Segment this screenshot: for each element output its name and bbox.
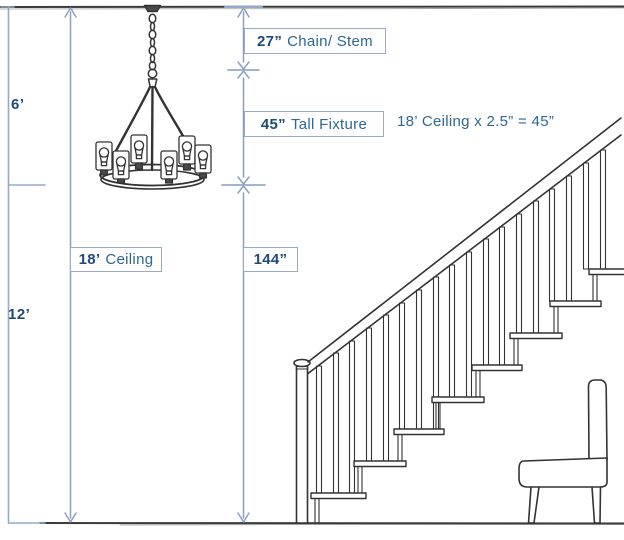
formula-text: 18’ Ceiling x 2.5” = 45” [397, 113, 555, 130]
height-144-value: 144” [253, 251, 288, 268]
six-foot-label: 6’ [11, 96, 25, 113]
left-scale-border-line [0, 6, 46, 524]
newel-post [293, 358, 311, 524]
arrow-down-icon [237, 61, 250, 70]
chair-front-leg [527, 486, 540, 524]
chain-links [148, 13, 157, 71]
tall-fixture-text: Tall Fixture [290, 115, 368, 133]
tall-fixture-callout: 45” Tall Fixture [244, 111, 384, 137]
arrow-down-icon [64, 512, 77, 523]
arrow-down-icon [237, 512, 250, 523]
arrow-up-icon [237, 70, 250, 79]
ceiling-value: 18’ [78, 251, 101, 268]
handrail [307, 117, 622, 375]
ceiling-line [0, 5, 624, 10]
staircase-sketch [293, 117, 624, 524]
hub-ball [147, 68, 158, 79]
chain-stem-callout: 27” Chain/ Stem [244, 28, 386, 54]
ceiling-callout: 18’ Ceiling [70, 247, 162, 272]
chair-seat [518, 457, 608, 488]
chair-rear-leg [591, 486, 602, 524]
height-144-callout: 144” [243, 247, 298, 272]
tall-fixture-value: 45” [260, 115, 286, 133]
canopy [143, 4, 162, 13]
collar [147, 78, 158, 88]
chandelier-sketch [95, 4, 212, 190]
chair-sketch [518, 379, 608, 524]
ceiling-text: Ceiling [105, 251, 154, 268]
chain-stem-value: 27” [257, 32, 283, 50]
arrow-up-icon [64, 7, 77, 18]
bulbs [95, 134, 212, 184]
chain-stem-text: Chain/ Stem [287, 32, 373, 50]
steps [310, 268, 624, 524]
floor-line [39, 522, 624, 526]
arrow-down-icon [237, 176, 250, 185]
chair-back [587, 379, 608, 463]
arrow-up-icon [237, 185, 250, 194]
twelve-foot-label: 12’ [8, 306, 31, 323]
